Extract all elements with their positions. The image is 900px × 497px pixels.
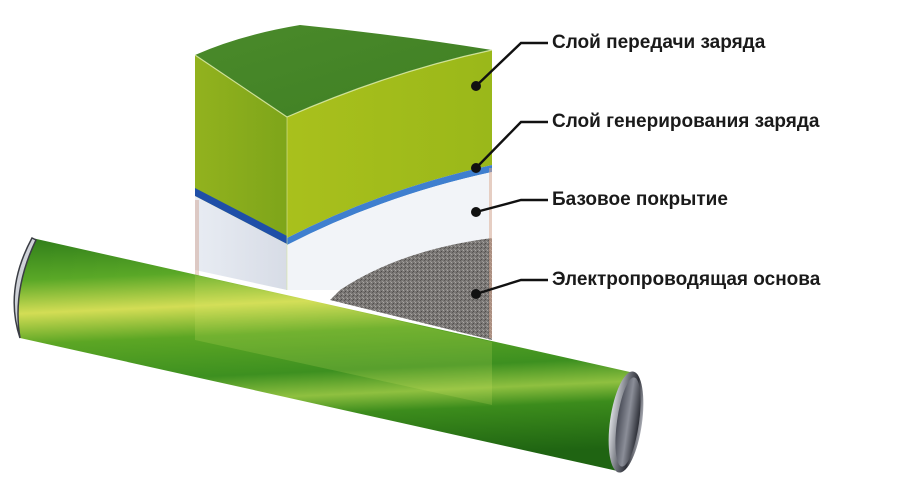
label-undercoat-layer: Базовое покрытие [552, 189, 728, 210]
callout-dot-conductive-substrate [471, 289, 481, 299]
callout-line-charge-generation [475, 120, 548, 169]
photoconductor-drum [13, 237, 644, 473]
left-face-undercoat [195, 196, 287, 290]
right-face-charge-generation [287, 165, 492, 245]
right-face-charge-transport [287, 50, 492, 238]
callout-line-charge-transport [475, 41, 548, 87]
callout-dot-charge-transport [471, 81, 481, 91]
callout-line-conductive-substrate [475, 278, 548, 296]
right-face-conductive-substrate [330, 238, 492, 340]
label-conductive-substrate: Электропроводящая основа [552, 269, 821, 290]
callout-dot-charge-generation [471, 163, 481, 173]
drum-left-rim [13, 237, 37, 339]
drum-right-inner [615, 377, 641, 467]
right-face-undercoat [287, 172, 492, 290]
callouts [475, 41, 548, 296]
label-charge-transport-layer: Слой передачи заряда [552, 32, 766, 53]
layer-block [194, 25, 493, 340]
drum-body [14, 238, 639, 472]
label-charge-generation-layer: Слой генерирования заряда [552, 111, 820, 132]
top-face [195, 25, 492, 117]
callout-dot-undercoat [471, 207, 481, 217]
left-face-charge-generation [195, 188, 287, 244]
callout-line-undercoat [475, 198, 548, 214]
